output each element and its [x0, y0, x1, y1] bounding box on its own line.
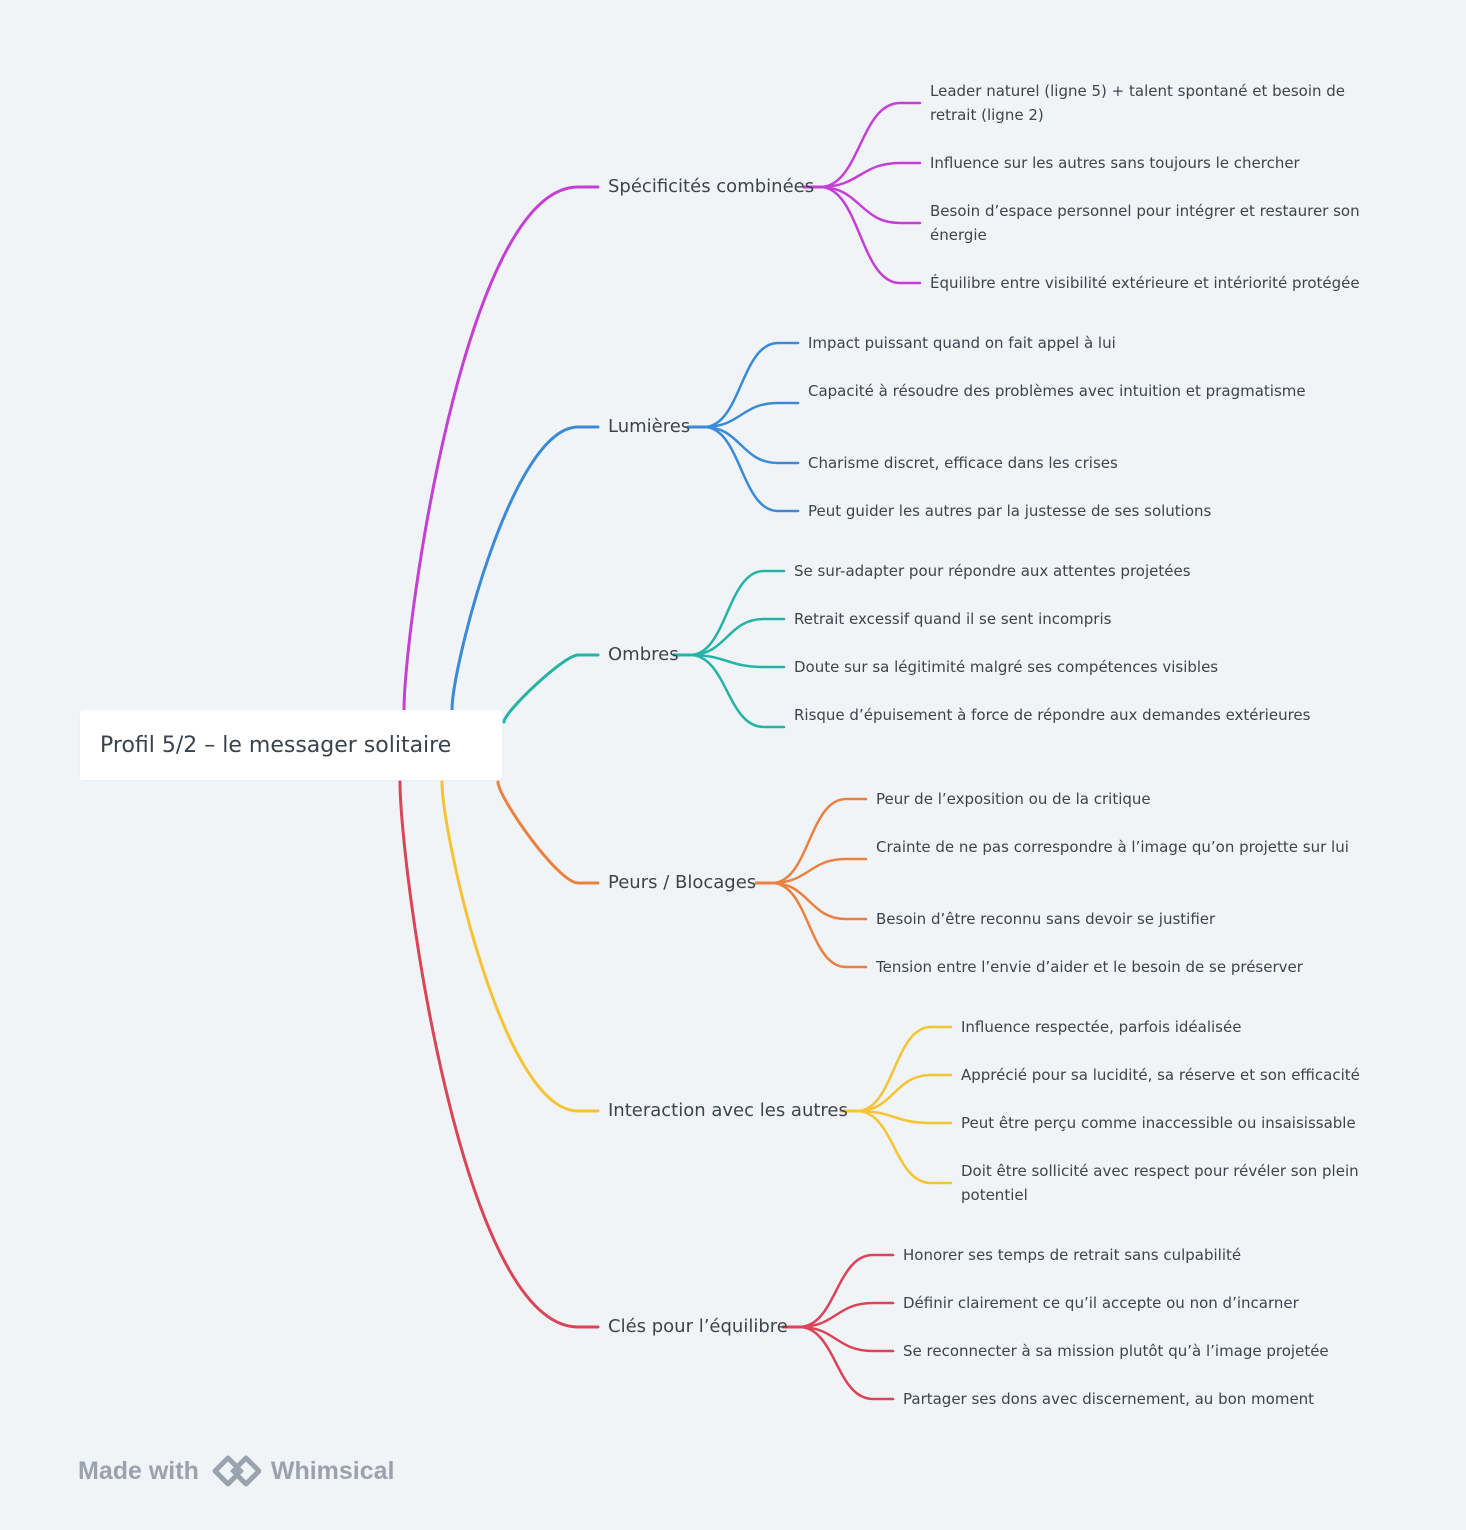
leaf-item-3-1[interactable]: Crainte de ne pas correspondre à l’image… — [876, 838, 1349, 856]
leaf-item-1-3[interactable]: Peut guider les autres par la justesse d… — [808, 502, 1212, 520]
leaf-connector-4-2 — [855, 1109, 953, 1125]
leaf-connector-3-2 — [770, 881, 868, 921]
root-title: Profil 5/2 – le messager solitaire — [100, 732, 452, 758]
leaf-connector-3-0 — [770, 797, 868, 885]
leaf-item-4-1[interactable]: Apprécié pour sa lucidité, sa réserve et… — [961, 1066, 1360, 1084]
leaf-connector-2-3 — [688, 653, 786, 729]
made-with-whimsical-watermark[interactable]: Made with Whimsical — [78, 1450, 395, 1492]
leaf-item-0-1[interactable]: Influence sur les autres sans toujours l… — [930, 154, 1300, 172]
branch-connector-3 — [496, 780, 600, 885]
leaf-item-4-2[interactable]: Peut être perçu comme inaccessible ou in… — [961, 1114, 1356, 1132]
leaf-item-2-3[interactable]: Risque d’épuisement à force de répondre … — [794, 706, 1311, 724]
leaf-connector-4-1 — [855, 1073, 953, 1113]
leaf-item-1-0[interactable]: Impact puissant quand on fait appel à lu… — [808, 334, 1116, 352]
branch-label-0[interactable]: Spécificités combinées — [608, 176, 815, 197]
leaf-item-3-3[interactable]: Tension entre l’envie d’aider et le beso… — [876, 958, 1303, 976]
leaf-item-2-0[interactable]: Se sur-adapter pour répondre aux attente… — [794, 562, 1191, 580]
watermark-prefix: Made with — [78, 1456, 199, 1485]
leaf-connector-1-3 — [702, 425, 800, 513]
branch-connector-1 — [450, 425, 600, 712]
branch-label-2[interactable]: Ombres — [608, 644, 679, 665]
leaf-connector-1-1 — [702, 401, 800, 429]
leaf-connector-0-0 — [818, 101, 922, 189]
leaf-connector-2-1 — [688, 617, 786, 657]
branch-connector-2 — [502, 653, 600, 724]
root-node[interactable]: Profil 5/2 – le messager solitaire — [80, 710, 502, 780]
leaf-connector-1-0 — [702, 341, 800, 429]
leaf-item-1-2[interactable]: Charisme discret, efficace dans les cris… — [808, 454, 1118, 472]
leaf-connector-4-3 — [855, 1109, 953, 1185]
leaf-item-0-0[interactable]: Leader naturel (ligne 5) + talent sponta… — [930, 82, 1346, 124]
branch-connector-4 — [440, 780, 600, 1113]
leaf-connector-5-3 — [797, 1325, 895, 1401]
leaf-connector-3-1 — [770, 857, 868, 885]
leaf-connector-5-0 — [797, 1253, 895, 1329]
watermark-brand: Whimsical — [270, 1456, 395, 1485]
leaf-item-4-3[interactable]: Doit être sollicité avec respect pour ré… — [961, 1162, 1359, 1204]
branch-label-1[interactable]: Lumières — [608, 416, 691, 437]
leaf-connector-0-2 — [818, 185, 922, 225]
leaf-item-3-2[interactable]: Besoin d’être reconnu sans devoir se jus… — [876, 910, 1216, 928]
whimsical-logo-icon — [211, 1452, 261, 1490]
leaf-connector-3-3 — [770, 881, 868, 969]
leaf-connector-5-1 — [797, 1301, 895, 1329]
leaf-item-4-0[interactable]: Influence respectée, parfois idéalisée — [961, 1018, 1242, 1036]
branch-connector-0 — [402, 185, 600, 712]
branch-connector-5 — [398, 780, 600, 1329]
branch-label-4[interactable]: Interaction avec les autres — [608, 1100, 848, 1121]
leaf-connector-1-2 — [702, 425, 800, 465]
leaf-item-2-2[interactable]: Doute sur sa légitimité malgré ses compé… — [794, 658, 1219, 676]
leaf-item-2-1[interactable]: Retrait excessif quand il se sent incomp… — [794, 610, 1112, 628]
leaf-connector-4-0 — [855, 1025, 953, 1113]
leaf-item-0-2[interactable]: Besoin d’espace personnel pour intégrer … — [930, 202, 1360, 244]
leaf-item-5-3[interactable]: Partager ses dons avec discernement, au … — [903, 1390, 1315, 1408]
leaf-connector-5-2 — [797, 1325, 895, 1353]
branch-label-5[interactable]: Clés pour l’équilibre — [608, 1316, 788, 1337]
leaf-item-5-2[interactable]: Se reconnecter à sa mission plutôt qu’à … — [903, 1342, 1329, 1360]
leaf-item-5-0[interactable]: Honorer ses temps de retrait sans culpab… — [903, 1246, 1242, 1264]
leaf-item-0-3[interactable]: Équilibre entre visibilité extérieure et… — [930, 274, 1360, 292]
leaf-connector-0-3 — [818, 185, 922, 285]
leaf-connector-2-2 — [688, 653, 786, 669]
branch-label-3[interactable]: Peurs / Blocages — [608, 872, 757, 893]
leaf-item-1-1[interactable]: Capacité à résoudre des problèmes avec i… — [808, 382, 1306, 400]
leaf-connector-0-1 — [818, 161, 922, 189]
leaf-connector-2-0 — [688, 569, 786, 657]
leaf-item-3-0[interactable]: Peur de l’exposition ou de la critique — [876, 790, 1151, 808]
leaf-item-5-1[interactable]: Définir clairement ce qu’il accepte ou n… — [903, 1294, 1299, 1312]
